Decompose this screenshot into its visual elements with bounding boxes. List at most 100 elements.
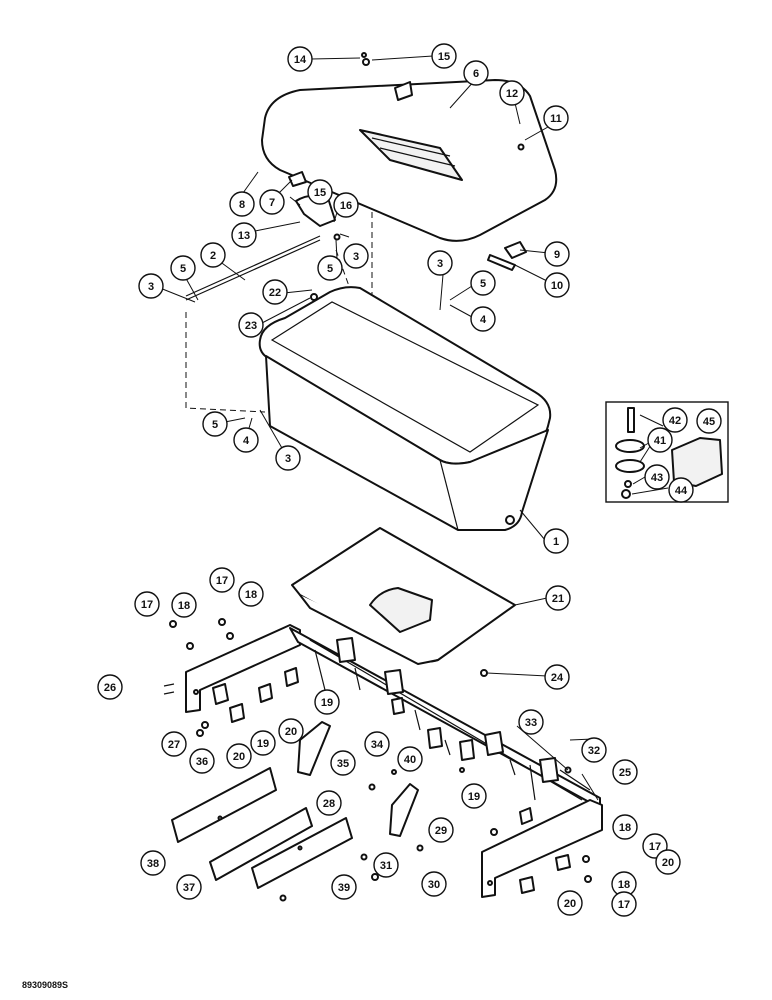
callout-41: 41: [647, 427, 673, 453]
callout-label: 45: [703, 416, 715, 428]
callout-40: 40: [397, 746, 423, 772]
callout-20: 20: [278, 718, 304, 744]
callout-circle: [259, 189, 285, 215]
callout-label: 3: [148, 281, 154, 293]
drawing-code: 89309089S: [22, 980, 68, 990]
callout-circle: [470, 306, 496, 332]
callout-5: 5: [317, 255, 343, 281]
callout-circle: [189, 748, 215, 774]
callout-circle: [544, 272, 570, 298]
callout-label: 17: [618, 899, 630, 911]
callout-2: 2: [200, 242, 226, 268]
callout-26: 26: [97, 674, 123, 700]
callout-18: 18: [612, 814, 638, 840]
callout-label: 20: [662, 857, 674, 869]
callout-14: 14: [287, 46, 313, 72]
callout-17: 17: [611, 891, 637, 917]
callout-circle: [397, 746, 423, 772]
callout-label: 35: [337, 758, 349, 770]
callout-circle: [428, 817, 454, 843]
callout-label: 9: [554, 249, 560, 261]
callout-label: 3: [285, 453, 291, 465]
callout-1: 1: [543, 528, 569, 554]
callout-label: 6: [473, 68, 479, 80]
callout-circle: [171, 592, 197, 618]
callout-label: 36: [196, 756, 208, 768]
callout-circle: [499, 80, 525, 106]
callout-16: 16: [333, 192, 359, 218]
callout-44: 44: [668, 477, 694, 503]
callout-18: 18: [171, 592, 197, 618]
callout-circle: [238, 581, 264, 607]
callout-circle: [421, 871, 447, 897]
callout-label: 8: [239, 199, 245, 211]
callout-circle: [557, 890, 583, 916]
callout-circle: [331, 874, 357, 900]
callout-label: 28: [323, 798, 335, 810]
callout-label: 11: [550, 113, 562, 125]
callout-label: 42: [669, 415, 681, 427]
callout-circle: [427, 250, 453, 276]
callout-42: 42: [662, 407, 688, 433]
callout-34: 34: [364, 731, 390, 757]
callout-circle: [330, 750, 356, 776]
callout-15: 15: [307, 179, 333, 205]
callout-circle: [581, 737, 607, 763]
callout-circle: [97, 674, 123, 700]
callout-label: 4: [480, 314, 487, 326]
plates: [171, 767, 353, 889]
callout-33: 33: [518, 709, 544, 735]
callout-5: 5: [170, 255, 196, 281]
callout-17: 17: [134, 591, 160, 617]
callout-22: 22: [262, 279, 288, 305]
callout-label: 2: [210, 250, 216, 262]
callout-label: 5: [212, 419, 218, 431]
callout-18: 18: [238, 581, 264, 607]
callout-label: 31: [380, 860, 392, 872]
callout-label: 39: [338, 882, 350, 894]
callout-circle: [229, 191, 255, 217]
callout-label: 20: [564, 898, 576, 910]
callout-7: 7: [259, 189, 285, 215]
callout-19: 19: [461, 783, 487, 809]
callout-circle: [200, 242, 226, 268]
callout-label: 3: [437, 258, 443, 270]
callout-13: 13: [231, 222, 257, 248]
callout-11: 11: [543, 105, 569, 131]
callout-3: 3: [343, 243, 369, 269]
callout-circle: [287, 46, 313, 72]
callout-45: 45: [696, 408, 722, 434]
callout-30: 30: [421, 871, 447, 897]
callout-circle: [544, 664, 570, 690]
callout-circle: [611, 891, 637, 917]
callout-circle: [278, 718, 304, 744]
callout-9: 9: [544, 241, 570, 267]
callout-label: 32: [588, 745, 600, 757]
callout-label: 15: [314, 187, 326, 199]
callout-circle: [364, 731, 390, 757]
callout-circle: [518, 709, 544, 735]
callout-circle: [231, 222, 257, 248]
callout-23: 23: [238, 312, 264, 338]
callout-label: 19: [468, 791, 480, 803]
callout-29: 29: [428, 817, 454, 843]
callout-21: 21: [545, 585, 571, 611]
callout-circle: [543, 105, 569, 131]
callout-27: 27: [161, 731, 187, 757]
tank: [258, 286, 552, 531]
callout-label: 23: [245, 320, 257, 332]
callout-circle: [138, 273, 164, 299]
callout-circle: [696, 408, 722, 434]
callout-label: 4: [243, 435, 250, 447]
callout-label: 21: [552, 593, 564, 605]
callout-label: 33: [525, 717, 537, 729]
callout-label: 24: [551, 672, 564, 684]
callout-circle: [463, 60, 489, 86]
callout-35: 35: [330, 750, 356, 776]
callout-circle: [140, 850, 166, 876]
callout-15: 15: [431, 43, 457, 69]
callout-label: 17: [649, 841, 661, 853]
callout-circle: [662, 407, 688, 433]
callout-label: 18: [618, 879, 630, 891]
